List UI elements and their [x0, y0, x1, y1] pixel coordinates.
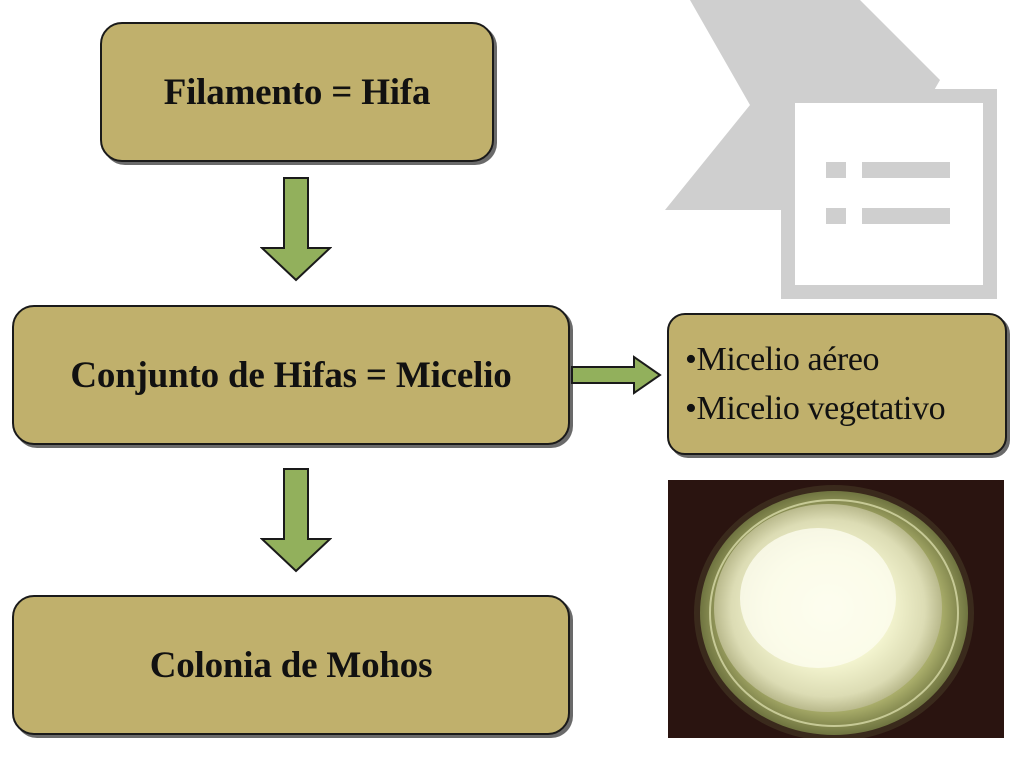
- node-filamento-hifa: Filamento = Hifa: [100, 22, 494, 162]
- node-colonia-mohos-label: Colonia de Mohos: [149, 644, 433, 686]
- petri-dish-photo: [668, 480, 1004, 738]
- document-list-icon: [665, 0, 997, 299]
- node-filamento-hifa-label: Filamento = Hifa: [163, 71, 431, 113]
- arrow-down-icon: [260, 468, 332, 573]
- node-colonia-mohos: Colonia de Mohos: [12, 595, 570, 735]
- node-conjunto-hifas-micelio-label: Conjunto de Hifas = Micelio: [70, 354, 512, 396]
- node-conjunto-hifas-micelio: Conjunto de Hifas = Micelio: [12, 305, 570, 445]
- arrow-down-icon: [260, 177, 332, 282]
- micelio-aereo-item: •Micelio aéreo: [685, 340, 880, 378]
- micelio-vegetativo-item: •Micelio vegetativo: [685, 390, 946, 427]
- node-tipos-micelio: •Micelio aéreo •Micelio vegetativo: [667, 313, 1007, 455]
- arrow-right-icon: [571, 355, 662, 395]
